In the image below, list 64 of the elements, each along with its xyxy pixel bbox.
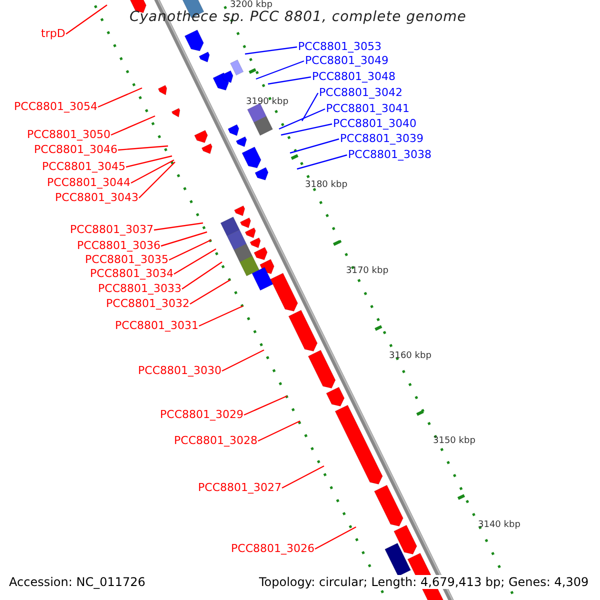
- leader-line: [66, 4, 108, 34]
- leader-line: [244, 395, 288, 416]
- leader-line: [110, 115, 156, 136]
- leader-line: [268, 76, 312, 85]
- gene-label: PCC8801_3030: [138, 364, 222, 378]
- leader-line: [118, 145, 168, 151]
- accession-label: Accession: NC_011726: [9, 575, 146, 589]
- gene-label: PCC8801_3041: [326, 102, 410, 116]
- leader-line: [154, 222, 204, 231]
- leader-line: [160, 231, 208, 247]
- gene-label: trpD: [41, 27, 66, 41]
- position-label: 3150 kbp: [433, 435, 476, 448]
- gene-label: PCC8801_3032: [106, 297, 190, 311]
- gene-label: PCC8801_3029: [160, 408, 244, 422]
- position-label: 3180 kbp: [305, 179, 348, 192]
- leader-line: [182, 262, 222, 290]
- gene-label: PCC8801_3036: [77, 239, 160, 253]
- leader-line: [174, 248, 216, 275]
- position-label: 3140 kbp: [478, 519, 520, 532]
- gene-label: PCC8801_3039: [340, 132, 424, 146]
- gene-label: PCC8801_3053: [298, 40, 382, 54]
- leader-line: [168, 239, 212, 261]
- leader-line: [126, 155, 172, 168]
- leader-line: [301, 92, 319, 122]
- position-label: 3190 kbp: [246, 96, 288, 109]
- leader-line: [296, 154, 348, 170]
- leader-line: [138, 162, 176, 198]
- leader-line: [278, 108, 326, 130]
- gene-label: PCC8801_3046: [34, 143, 118, 157]
- position-label: 3170 kbp: [346, 265, 388, 278]
- gene-label: PCC8801_3045: [42, 160, 126, 174]
- position-label: 3200 kbp: [230, 0, 272, 10]
- gene-label: PCC8801_3050: [27, 128, 110, 142]
- gene-label: PCC8801_3034: [90, 267, 174, 281]
- gene-label: PCC8801_3044: [47, 176, 130, 190]
- leader-line: [258, 420, 300, 442]
- gene-label: PCC8801_3040: [333, 117, 416, 131]
- gene-label: PCC8801_3027: [198, 481, 282, 495]
- leader-line: [198, 305, 244, 327]
- gene-label: PCC8801_3033: [98, 282, 182, 296]
- gene-label: PCC8801_3031: [115, 319, 198, 333]
- position-label: 3160 kbp: [389, 350, 432, 363]
- leader-line: [130, 159, 174, 184]
- gene-label: PCC8801_3042: [319, 86, 402, 100]
- leader-line: [282, 465, 324, 489]
- leader-line: [98, 87, 142, 108]
- gene-label: PCC8801_3054: [14, 100, 98, 114]
- gene-label: PCC8801_3043: [55, 191, 138, 205]
- map-title: Cyanothece sp. PCC 8801, complete genome: [130, 10, 466, 24]
- leader-line: [256, 60, 304, 80]
- genome-summary-label: Topology: circular; Length: 4,679,413 bp; Genes: 4,309: [257, 575, 591, 589]
- leader-line: [222, 349, 264, 372]
- leader-line: [244, 46, 298, 55]
- leader-line: [280, 123, 332, 136]
- leader-line: [290, 138, 340, 154]
- gene-label: PCC8801_3037: [70, 223, 154, 237]
- gene-label: PCC8801_3049: [305, 54, 388, 68]
- gene-label: PCC8801_3028: [174, 434, 258, 448]
- leader-line: [314, 526, 356, 550]
- gene-label: PCC8801_3035: [85, 253, 168, 267]
- leader-line: [190, 279, 230, 305]
- gene-label: PCC8801_3038: [348, 148, 432, 162]
- gene-label: PCC8801_3048: [312, 70, 396, 84]
- gene-label: PCC8801_3026: [231, 542, 314, 556]
